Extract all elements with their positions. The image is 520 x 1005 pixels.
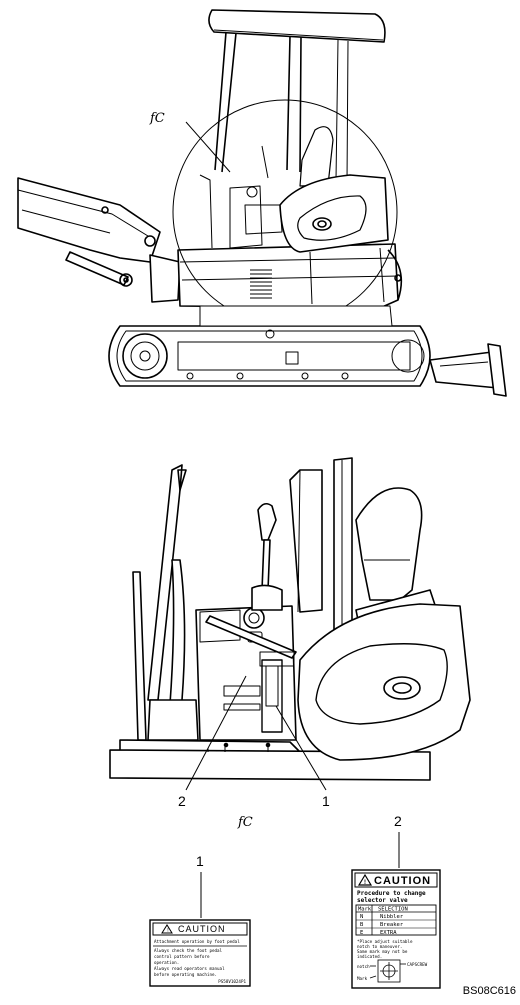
callout-2-label: 2 xyxy=(178,793,186,809)
decal-1-line-4: operation. xyxy=(154,960,179,965)
decal-2-number: 2 xyxy=(394,813,402,829)
decal-2-note-2: notch to maneuver. xyxy=(357,944,402,949)
decal-1-line-3: control pattern before xyxy=(154,954,210,959)
svg-text:!: ! xyxy=(167,928,168,934)
decal-2: 2 ! CAUTION Procedure to change selector… xyxy=(351,813,441,989)
valve-diagram xyxy=(369,959,406,983)
table-row-1-value: Nibbler xyxy=(380,914,404,920)
warning-triangle-icon-2 xyxy=(357,873,373,886)
figure-code: BS08C616 xyxy=(463,985,516,997)
table-row-2-value: Breaker xyxy=(380,922,404,928)
decal-2-note-4: indicated. xyxy=(357,954,382,959)
detail-view-fc xyxy=(109,457,471,791)
decal-2-mark-label: Mark xyxy=(357,976,368,981)
decal-1-number: 1 xyxy=(196,853,204,869)
decal-2-brand: CAPSCREW xyxy=(407,962,428,967)
detail-view-label: fC xyxy=(237,815,253,830)
decal-2-notch-label: notch xyxy=(357,964,370,969)
decal-1-line-5: Always read operators manual xyxy=(154,966,225,971)
decal-1-heading: CAUTION xyxy=(178,924,226,934)
decal-2-note-1: *Place adjust suitable xyxy=(357,939,413,944)
table-header-mark: Mark xyxy=(358,907,372,913)
table-row-3-value: EXTRA xyxy=(380,930,397,936)
decal-2-note-3: Same mark may not be xyxy=(357,949,408,954)
overview-detail-callout: fC xyxy=(149,111,165,126)
decal-1-line-6: before operating machine. xyxy=(154,972,217,977)
decal-2-subtitle-1: Procedure to change xyxy=(357,890,426,897)
callout-1-label: 1 xyxy=(322,793,330,809)
excavator-overview xyxy=(17,9,507,397)
decal-1: 1 ! CAUTION Attachment operation by foot… xyxy=(149,853,251,987)
warning-triangle-icon xyxy=(161,924,173,934)
table-row-2-mark: B xyxy=(360,922,364,928)
decal-1-line-2: Always check the foot pedal xyxy=(154,948,223,953)
table-header-selection: SELECTION xyxy=(378,907,408,913)
selection-table: Mark SELECTION N Nibbler B Breaker E EXT… xyxy=(355,904,437,936)
svg-text:!: ! xyxy=(364,880,366,886)
decal-2-subtitle-2: selector valve xyxy=(357,897,408,904)
decal-1-line-1: Attachment operation by foot pedal xyxy=(154,939,240,944)
table-row-1-mark: N xyxy=(360,914,363,920)
decal-1-part-code: PS58V1024P1 xyxy=(218,979,246,984)
table-row-3-mark: E xyxy=(360,930,363,936)
decal-2-heading: CAUTION xyxy=(374,875,431,887)
